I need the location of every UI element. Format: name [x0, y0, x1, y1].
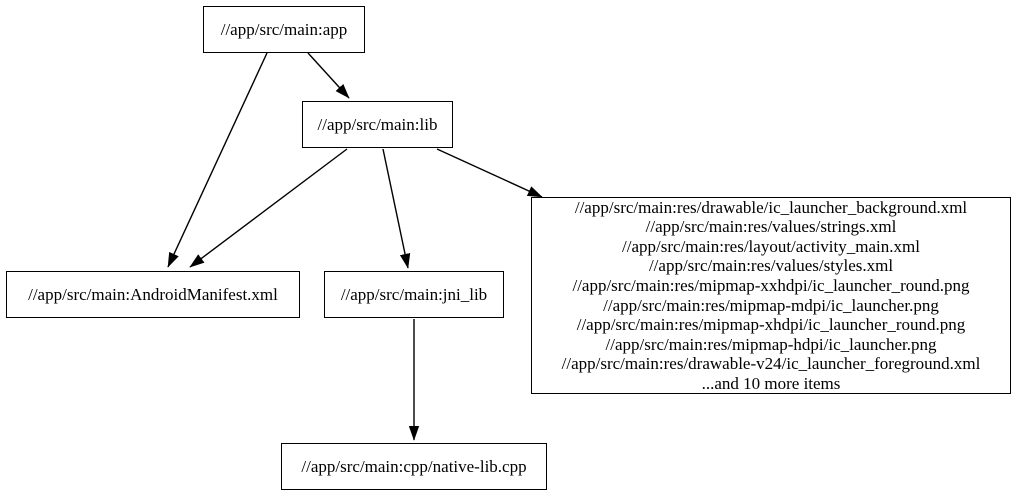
resource-line-more-items: ...and 10 more items — [701, 373, 841, 393]
resource-line: //app/src/main:res/drawable-v24/ic_launc… — [561, 354, 981, 374]
node-resources: //app/src/main:res/drawable/ic_launcher_… — [531, 197, 1011, 394]
node-native-lib-cpp: //app/src/main:cpp/native-lib.cpp — [281, 443, 547, 490]
node-app-label: //app/src/main:app — [220, 19, 348, 39]
node-android-manifest-label: //app/src/main:AndroidManifest.xml — [28, 284, 278, 304]
node-android-manifest: //app/src/main:AndroidManifest.xml — [6, 271, 300, 318]
node-lib: //app/src/main:lib — [302, 101, 453, 148]
node-lib-label: //app/src/main:lib — [317, 114, 438, 134]
resource-line: //app/src/main:res/mipmap-hdpi/ic_launch… — [605, 334, 937, 354]
resource-line: //app/src/main:res/mipmap-xhdpi/ic_launc… — [576, 315, 966, 335]
edge-lib-to-jni-lib — [382, 148, 411, 269]
node-native-lib-cpp-label: //app/src/main:cpp/native-lib.cpp — [301, 456, 527, 476]
node-jni-lib-label: //app/src/main:jni_lib — [340, 284, 488, 304]
resource-line: //app/src/main:res/values/strings.xml — [645, 217, 897, 237]
node-jni-lib: //app/src/main:jni_lib — [324, 271, 504, 318]
resource-line: //app/src/main:res/drawable/ic_launcher_… — [574, 197, 968, 217]
resource-line: //app/src/main:res/mipmap-mdpi/ic_launch… — [603, 295, 939, 315]
edge-app-to-android-manifest — [167, 52, 268, 268]
edge-app-to-lib — [307, 52, 350, 99]
edge-lib-to-android-manifest — [189, 148, 348, 268]
resource-line: //app/src/main:res/layout/activity_main.… — [622, 236, 920, 256]
edge-lib-to-resources — [436, 148, 543, 198]
resource-line: //app/src/main:res/mipmap-xxhdpi/ic_laun… — [572, 275, 970, 295]
node-app: //app/src/main:app — [203, 6, 365, 53]
resource-line: //app/src/main:res/values/styles.xml — [648, 256, 894, 276]
